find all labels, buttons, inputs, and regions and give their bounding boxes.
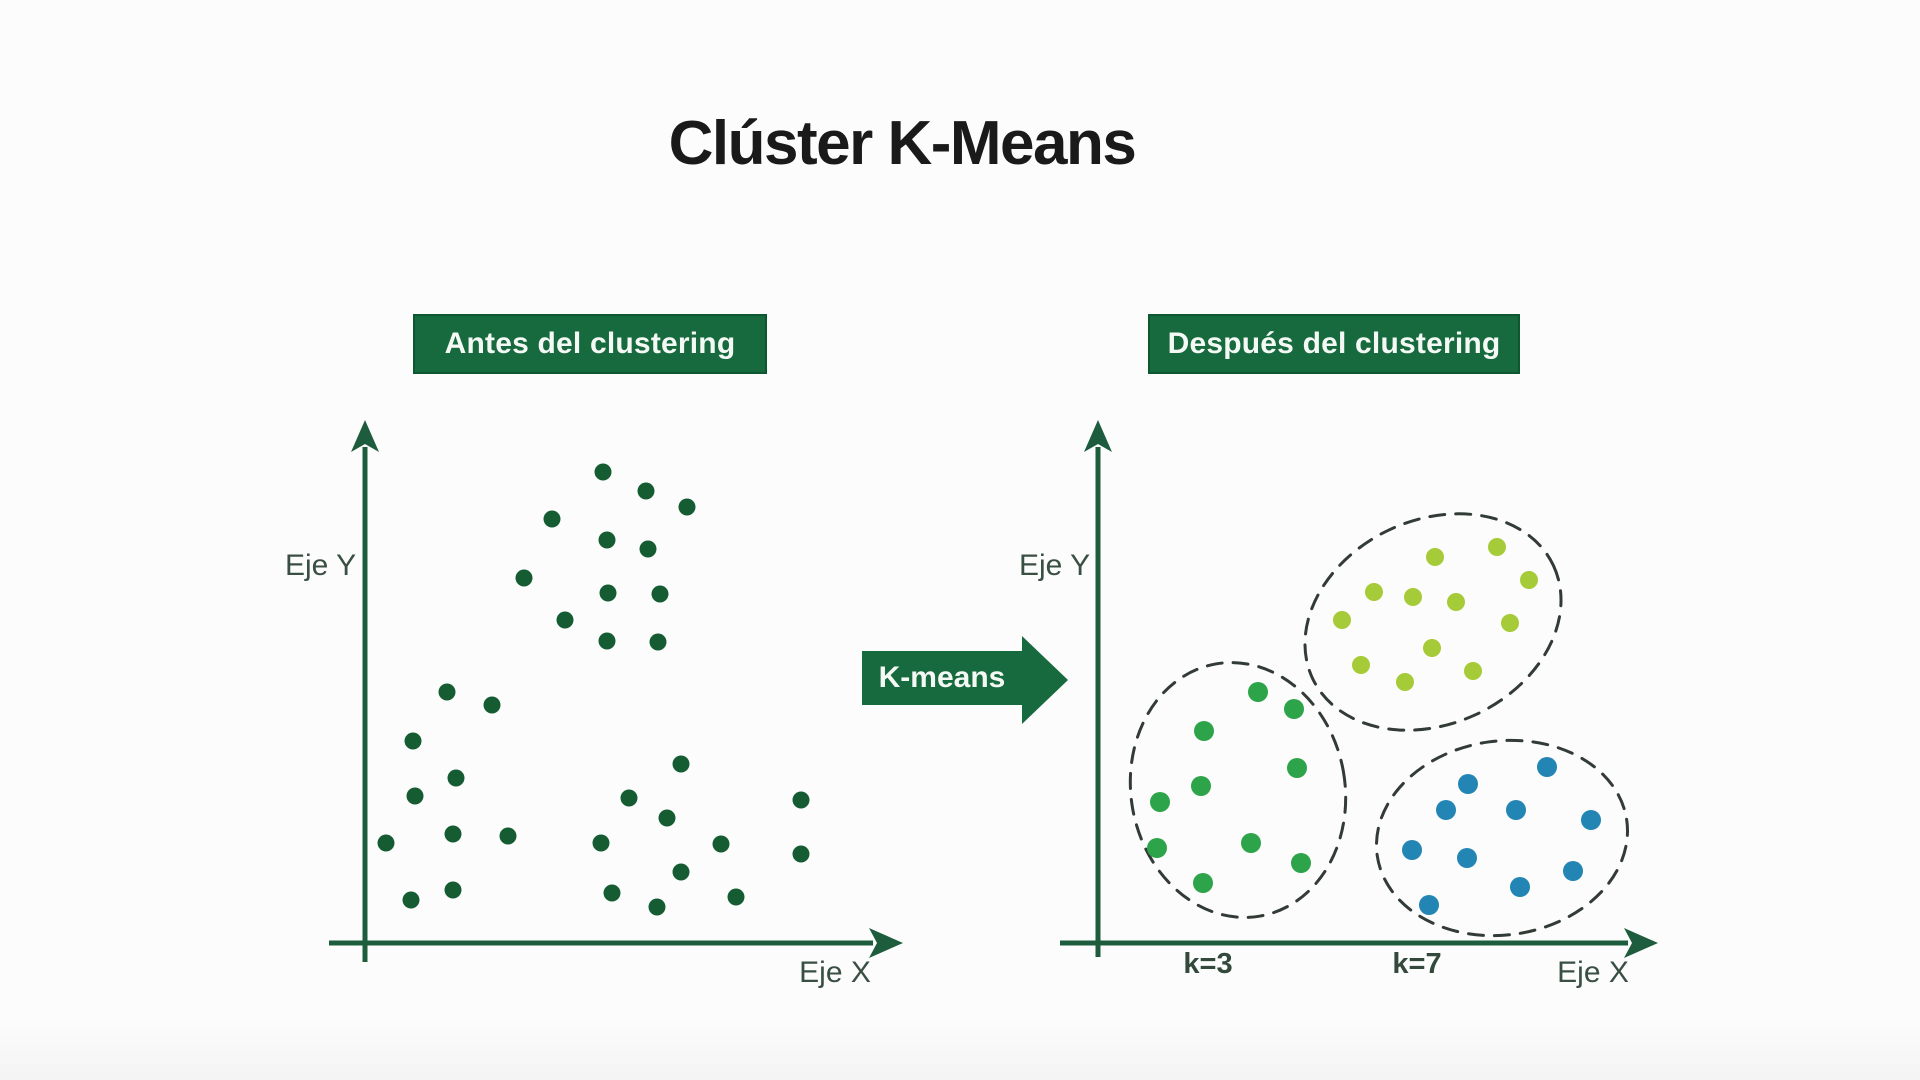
data-point-cluster-azul [1537,757,1557,777]
data-point-puntos-sin-agrupar [404,732,422,750]
k-equals-7-label: k=7 [1392,948,1442,980]
data-point-puntos-sin-agrupar [678,498,696,516]
data-point-cluster-lima [1464,662,1482,680]
data-point-cluster-verde [1150,792,1170,812]
after-clustering-banner-label: Después del clustering [1167,327,1501,360]
before-plot-y-axis-label: Eje Y [285,549,357,582]
page-title: Clúster K-Means [668,109,1137,178]
data-point-cluster-verde [1241,833,1261,853]
kmeans-arrow-label: K-means [878,661,1006,694]
data-point-puntos-sin-agrupar [592,834,610,852]
after-plot-x-axis-arrowhead-icon [1624,928,1658,958]
data-point-cluster-azul [1436,800,1456,820]
data-point-cluster-azul [1581,810,1601,830]
before-clustering-banner: Antes del clustering [413,314,767,374]
after-plot-y-axis-arrowhead-icon [1084,420,1112,452]
data-point-puntos-sin-agrupar [447,769,465,787]
data-point-puntos-sin-agrupar [599,584,617,602]
data-point-cluster-lima [1520,571,1538,589]
data-point-puntos-sin-agrupar [515,569,533,587]
data-point-puntos-sin-agrupar [639,540,657,558]
data-point-cluster-lima [1488,538,1506,556]
k-equals-3-label: k=3 [1183,948,1233,980]
data-point-puntos-sin-agrupar [444,825,462,843]
data-point-cluster-lima [1447,593,1465,611]
data-point-cluster-verde [1194,721,1214,741]
data-point-puntos-sin-agrupar [594,463,612,481]
data-point-cluster-azul [1402,840,1422,860]
after-plot-y-axis-label: Eje Y [1019,549,1091,582]
data-point-cluster-azul [1506,800,1526,820]
data-point-puntos-sin-agrupar [483,696,501,714]
before-plot-x-axis-label: Eje X [799,956,871,989]
before-plot-x-axis-arrowhead-icon [869,928,903,958]
cluster-lima-ellipse [1303,512,1563,732]
data-point-puntos-sin-agrupar [672,863,690,881]
data-point-cluster-verde [1284,699,1304,719]
data-point-cluster-verde [1147,838,1167,858]
data-point-puntos-sin-agrupar [377,834,395,852]
data-point-cluster-lima [1423,639,1441,657]
data-point-puntos-sin-agrupar [651,585,669,603]
data-point-cluster-lima [1396,673,1414,691]
data-point-puntos-sin-agrupar [712,835,730,853]
data-point-puntos-sin-agrupar [792,845,810,863]
data-point-puntos-sin-agrupar [406,787,424,805]
data-point-puntos-sin-agrupar [672,755,690,773]
data-point-cluster-verde [1191,776,1211,796]
data-point-cluster-azul [1510,877,1530,897]
data-point-puntos-sin-agrupar [598,632,616,650]
data-point-puntos-sin-agrupar [648,898,666,916]
data-point-cluster-azul [1457,848,1477,868]
data-point-puntos-sin-agrupar [402,891,420,909]
data-point-puntos-sin-agrupar [603,884,621,902]
data-point-puntos-sin-agrupar [598,531,616,549]
kmeans-arrow-head-icon [1022,636,1068,724]
data-point-cluster-azul [1563,861,1583,881]
data-point-cluster-azul [1458,774,1478,794]
data-point-cluster-lima [1426,548,1444,566]
kmeans-arrow-body [862,651,1022,705]
data-point-puntos-sin-agrupar [649,633,667,651]
data-point-puntos-sin-agrupar [727,888,745,906]
cluster-azul-ellipse [1374,738,1630,938]
data-point-cluster-lima [1404,588,1422,606]
before-clustering-banner-label: Antes del clustering [444,327,736,360]
data-point-puntos-sin-agrupar [620,789,638,807]
data-point-puntos-sin-agrupar [444,881,462,899]
data-point-puntos-sin-agrupar [637,482,655,500]
data-point-puntos-sin-agrupar [556,611,574,629]
data-point-cluster-lima [1352,656,1370,674]
data-point-cluster-verde [1248,682,1268,702]
data-point-puntos-sin-agrupar [499,827,517,845]
data-point-puntos-sin-agrupar [792,791,810,809]
data-point-cluster-verde [1291,853,1311,873]
data-point-puntos-sin-agrupar [543,510,561,528]
after-plot-x-axis-label: Eje X [1557,956,1629,989]
data-point-cluster-verde [1193,873,1213,893]
data-point-puntos-sin-agrupar [658,809,676,827]
after-clustering-banner: Después del clustering [1148,314,1520,374]
data-point-cluster-lima [1365,583,1383,601]
data-point-cluster-lima [1333,611,1351,629]
cluster-verde-ellipse [1128,661,1348,919]
before-plot-y-axis-arrowhead-icon [351,420,379,452]
data-point-puntos-sin-agrupar [438,683,456,701]
data-point-cluster-verde [1287,758,1307,778]
data-point-cluster-azul [1419,895,1439,915]
data-point-cluster-lima [1501,614,1519,632]
